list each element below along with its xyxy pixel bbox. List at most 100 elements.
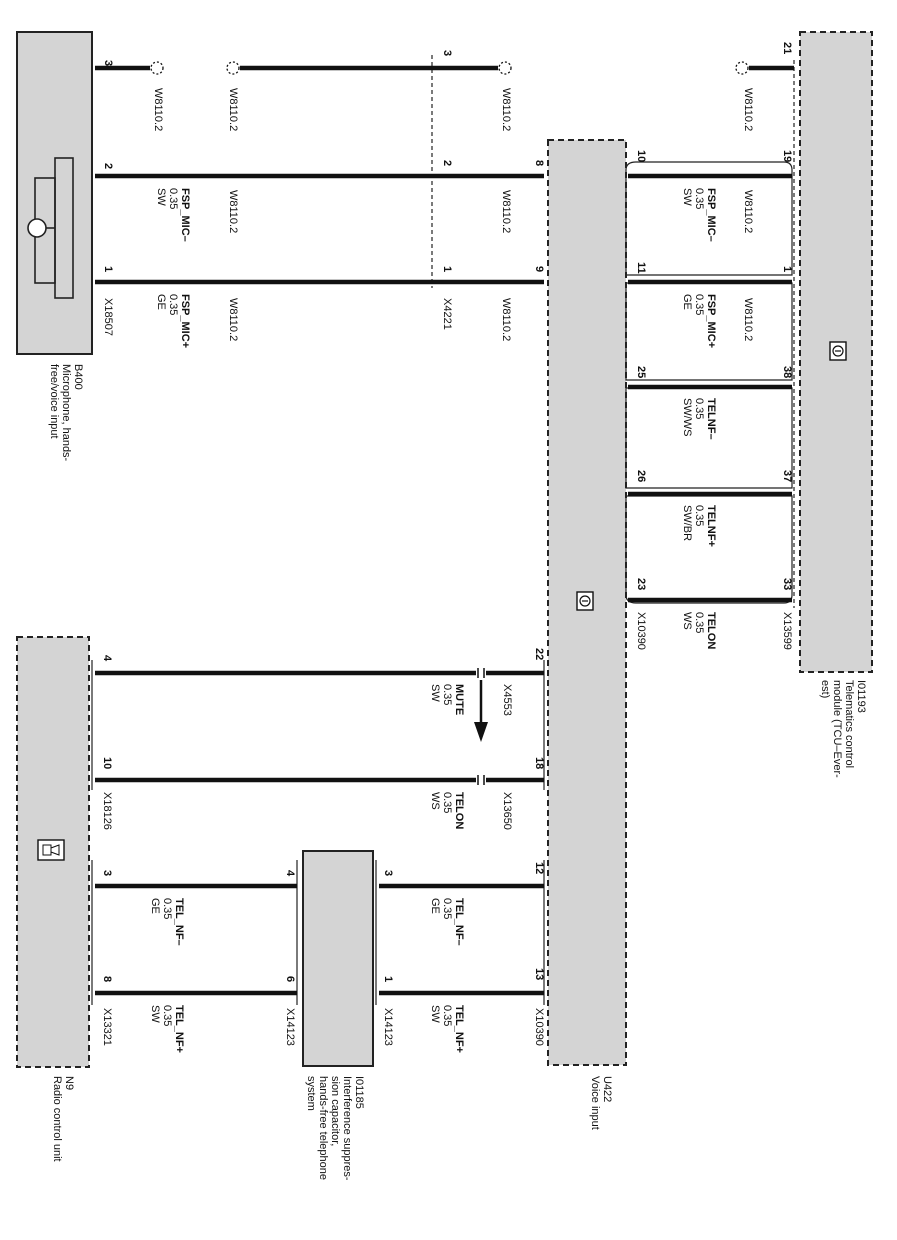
shield-label: W8110.2 [742, 190, 754, 233]
svg-text:0.35: 0.35 [441, 898, 453, 919]
pin-u422-26: 26 [635, 470, 647, 482]
svg-text:SW: SW [429, 684, 441, 702]
shield-label: W8110.2 [742, 88, 754, 131]
svg-text:WS: WS [681, 612, 693, 630]
connector-x13650: X13650 [501, 792, 513, 830]
pin-u422-23: 23 [635, 578, 647, 590]
pin-i01185-4: 4 [284, 870, 296, 877]
label-tel-nf-plus-n9: TEL_NF+ 0.35 SW [149, 1005, 185, 1053]
i01185-name-line-1: Interference suppres- [341, 1076, 353, 1181]
connector-x10390-top: X10390 [635, 612, 647, 650]
label-telnf-plus: TELNF+ 0.35 SW/BR [681, 505, 717, 547]
svg-text:TEL_NF+: TEL_NF+ [173, 1005, 185, 1053]
svg-text:0.35: 0.35 [161, 1005, 173, 1026]
connector-x18126: X18126 [101, 792, 113, 830]
shield-label: W8110.2 [500, 190, 512, 233]
i01185-box[interactable] [302, 850, 374, 1067]
i01193-id: I01193 [855, 680, 867, 713]
shield-label: W8110.2 [227, 298, 239, 341]
u422-id: U422 [601, 1076, 613, 1102]
radio-module-icon [37, 839, 65, 861]
svg-text:FSP_MIC–: FSP_MIC– [705, 188, 717, 242]
pin-u422-22: 22 [533, 648, 545, 660]
pin-u422-13: 13 [533, 968, 545, 980]
label-fsp-mic-plus-left: FSP_MIC+ 0.35 GE [155, 294, 191, 348]
connector-x4221: X4221 [441, 298, 453, 330]
label-fsp-mic-minus-left: FSP_MIC– 0.35 SW [155, 188, 191, 242]
svg-text:0.35: 0.35 [441, 792, 453, 813]
shield-label: W8110.2 [227, 88, 239, 131]
n9-label: N9 Radio control unit [51, 1076, 75, 1162]
i01193-module-icon [829, 341, 847, 361]
pin-b400-2: 2 [102, 163, 114, 169]
svg-text:TEL_NF–: TEL_NF– [453, 898, 465, 946]
u422-module-icon [576, 591, 594, 611]
shield-label: W8110.2 [500, 88, 512, 131]
svg-text:FSP_MIC+: FSP_MIC+ [705, 294, 717, 348]
shield-wire-b400 [95, 61, 164, 75]
pin-i01185-1: 1 [382, 976, 394, 982]
shield-label: W8110.2 [227, 190, 239, 233]
label-tel-nf-minus-n9: TEL_NF– 0.35 GE [149, 898, 185, 946]
connector-x4553: X4553 [501, 684, 513, 716]
shield-wire-x4221 [226, 61, 512, 75]
svg-text:GE: GE [155, 294, 167, 310]
pin-x4221-1: 1 [441, 266, 453, 272]
pin-tcu-21: 21 [781, 42, 793, 54]
i01193-label: I01193 Telematics control module (TCU–Ev… [819, 680, 867, 778]
svg-text:GE: GE [429, 898, 441, 914]
svg-text:0.35: 0.35 [693, 505, 705, 526]
label-telon-top: TELON 0.35 WS [681, 612, 717, 649]
label-tel-nf-plus-u422: TEL_NF+ 0.35 SW [429, 1005, 465, 1053]
n9-id: N9 [63, 1076, 75, 1090]
pin-u422-8: 8 [533, 160, 545, 166]
pin-x4221-2: 2 [441, 160, 453, 166]
shield-wire-i01193 [735, 61, 794, 75]
svg-text:SW: SW [681, 188, 693, 206]
i01185-id: I01185 [353, 1076, 365, 1109]
svg-text:TELON: TELON [453, 792, 465, 829]
i01193-name-line-3: est) [819, 680, 831, 698]
connector-x18507: X18507 [102, 298, 114, 336]
pin-tcu-33: 33 [781, 578, 793, 590]
svg-text:0.35: 0.35 [693, 398, 705, 419]
connector-x10390-bottom: X10390 [533, 1008, 545, 1046]
pin-u422-25: 25 [635, 366, 647, 378]
connector-x14123-left: X14123 [284, 1008, 296, 1046]
b400-id: B400 [72, 364, 84, 390]
svg-text:0.35: 0.35 [693, 294, 705, 315]
i01185-name-line-3: hands-free telephone [317, 1076, 329, 1180]
u422-name: Voice input [589, 1076, 601, 1130]
svg-text:0.35: 0.35 [161, 898, 173, 919]
wire-mute [95, 668, 544, 678]
wire-telon-bottom [95, 775, 544, 785]
i01193-name-line-1: Telematics control [843, 680, 855, 768]
svg-text:SW: SW [429, 1005, 441, 1023]
svg-text:TELNF+: TELNF+ [705, 505, 717, 547]
i01185-name-line-4: system [305, 1076, 317, 1111]
n9-name: Radio control unit [51, 1076, 63, 1162]
svg-text:0.35: 0.35 [441, 1005, 453, 1026]
svg-text:0.35: 0.35 [693, 612, 705, 633]
pin-u422-12: 12 [533, 862, 545, 874]
pin-b400-1: 1 [102, 266, 114, 272]
svg-text:0.35: 0.35 [441, 684, 453, 705]
svg-text:GE: GE [149, 898, 161, 914]
label-fsp-mic-plus-right: FSP_MIC+ 0.35 GE [681, 294, 717, 348]
b400-name-line-1: Microphone, hands- [60, 364, 72, 462]
pin-n9-4: 4 [101, 655, 113, 662]
connector-x13321: X13321 [101, 1008, 113, 1046]
shield-label: W8110.2 [500, 298, 512, 341]
svg-text:MUTE: MUTE [453, 684, 465, 715]
svg-text:TELNF–: TELNF– [705, 398, 717, 440]
svg-text:SW: SW [155, 188, 167, 206]
connector-x13599: X13599 [781, 612, 793, 650]
svg-text:SW/WS: SW/WS [681, 398, 693, 437]
label-mute: MUTE 0.35 SW [429, 684, 465, 715]
shield-label: W8110.2 [152, 88, 164, 131]
shield-label: W8110.2 [742, 298, 754, 341]
pin-i01185-3: 3 [382, 870, 394, 876]
pin-tcu-1: 1 [781, 266, 793, 272]
mute-arrow-icon [474, 680, 488, 742]
